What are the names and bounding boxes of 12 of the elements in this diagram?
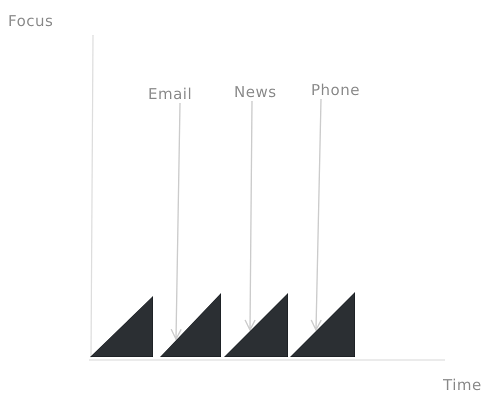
axis-label: Time	[443, 376, 482, 394]
focus-triangle	[90, 296, 153, 357]
arrow	[310, 98, 322, 331]
focus-triangle	[224, 293, 288, 357]
arrow	[244, 101, 256, 331]
interruption-label: Email	[148, 85, 192, 103]
arrow	[170, 102, 182, 340]
focus-triangle	[160, 293, 221, 357]
axis-label: Focus	[8, 12, 54, 30]
interruption-label: News	[234, 83, 277, 101]
focus-triangle	[290, 292, 355, 357]
interruption-label: Phone	[311, 81, 360, 99]
